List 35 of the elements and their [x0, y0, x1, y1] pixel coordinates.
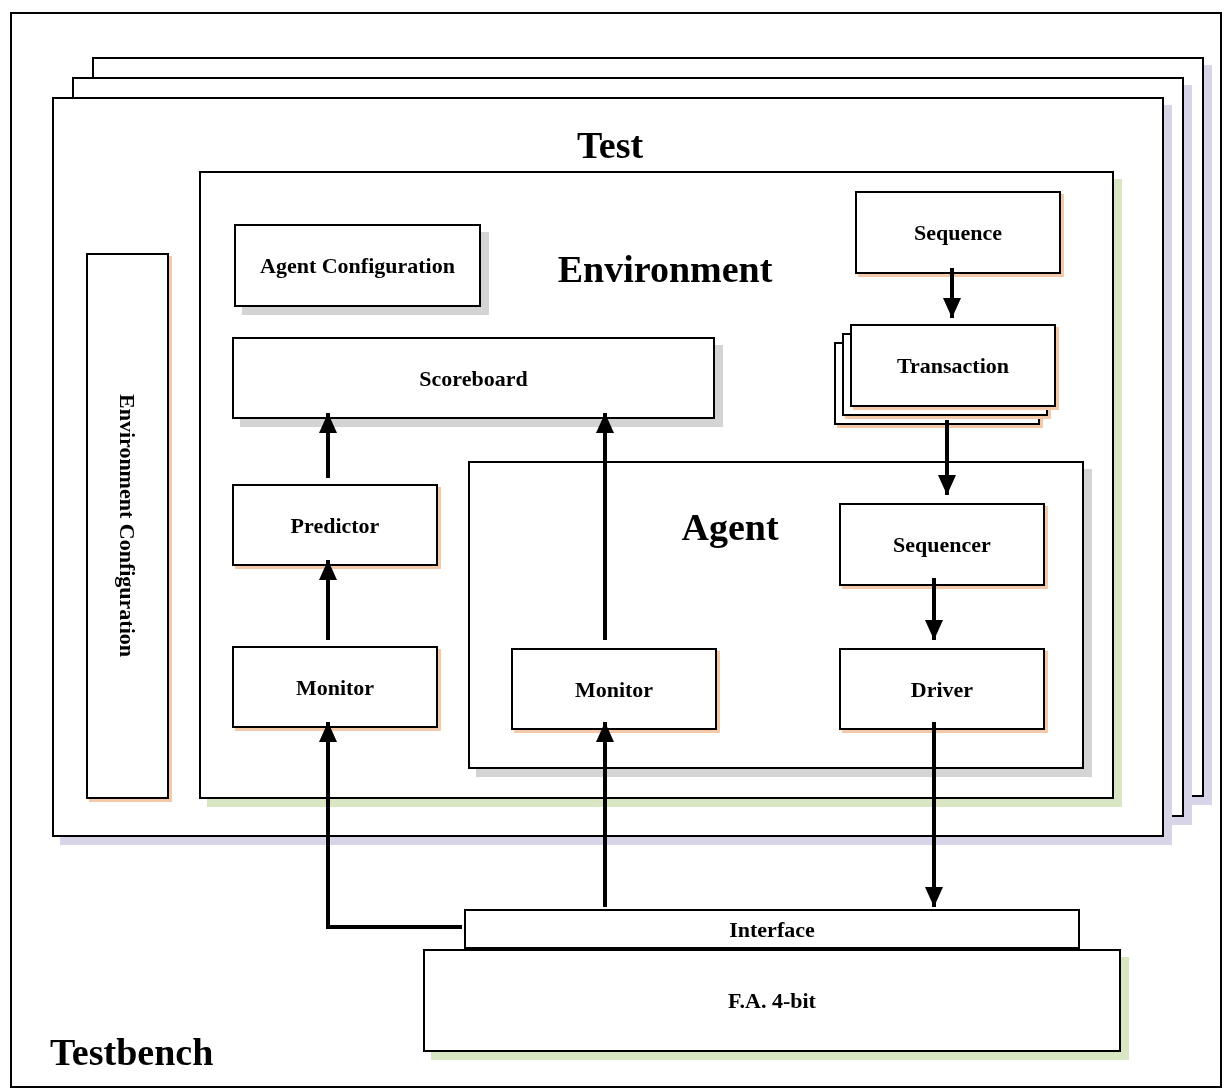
box-label: Sequencer [893, 531, 991, 559]
box-label: Interface [729, 915, 815, 944]
process-box [232, 646, 438, 728]
box-label: Sequence [914, 219, 1002, 247]
arrow [943, 268, 961, 318]
box-title: Environment [557, 247, 773, 292]
box-label: Scoreboard [419, 364, 528, 393]
process-box [855, 191, 1061, 274]
box-title: Test [576, 123, 644, 168]
box-label: Transaction [896, 352, 1009, 380]
process-box [511, 648, 717, 730]
testbench-frame [10, 12, 1222, 1088]
arrow [596, 722, 614, 907]
box-title: Testbench [50, 1030, 214, 1075]
box-title: Agent [681, 505, 779, 550]
process-box [232, 484, 438, 566]
arrow [319, 413, 337, 478]
arrow [925, 578, 943, 640]
arrow [925, 722, 943, 907]
process-box [86, 253, 169, 799]
box-label: Monitor [574, 675, 654, 704]
box-label: Agent Configuration [260, 251, 455, 280]
box-label: Environment Configuration [114, 394, 141, 658]
box-label: F.A. 4-bit [728, 987, 816, 1015]
arrow [938, 420, 956, 495]
interface-bar [464, 909, 1080, 949]
box-label: Driver [910, 675, 974, 704]
box-label: Predictor [290, 511, 380, 540]
arrow [319, 560, 337, 640]
box-label: Monitor [295, 673, 375, 702]
process-box [839, 503, 1045, 586]
process-box [850, 324, 1056, 407]
arrow [596, 413, 614, 640]
arrow [319, 722, 462, 929]
process-box [839, 648, 1045, 730]
